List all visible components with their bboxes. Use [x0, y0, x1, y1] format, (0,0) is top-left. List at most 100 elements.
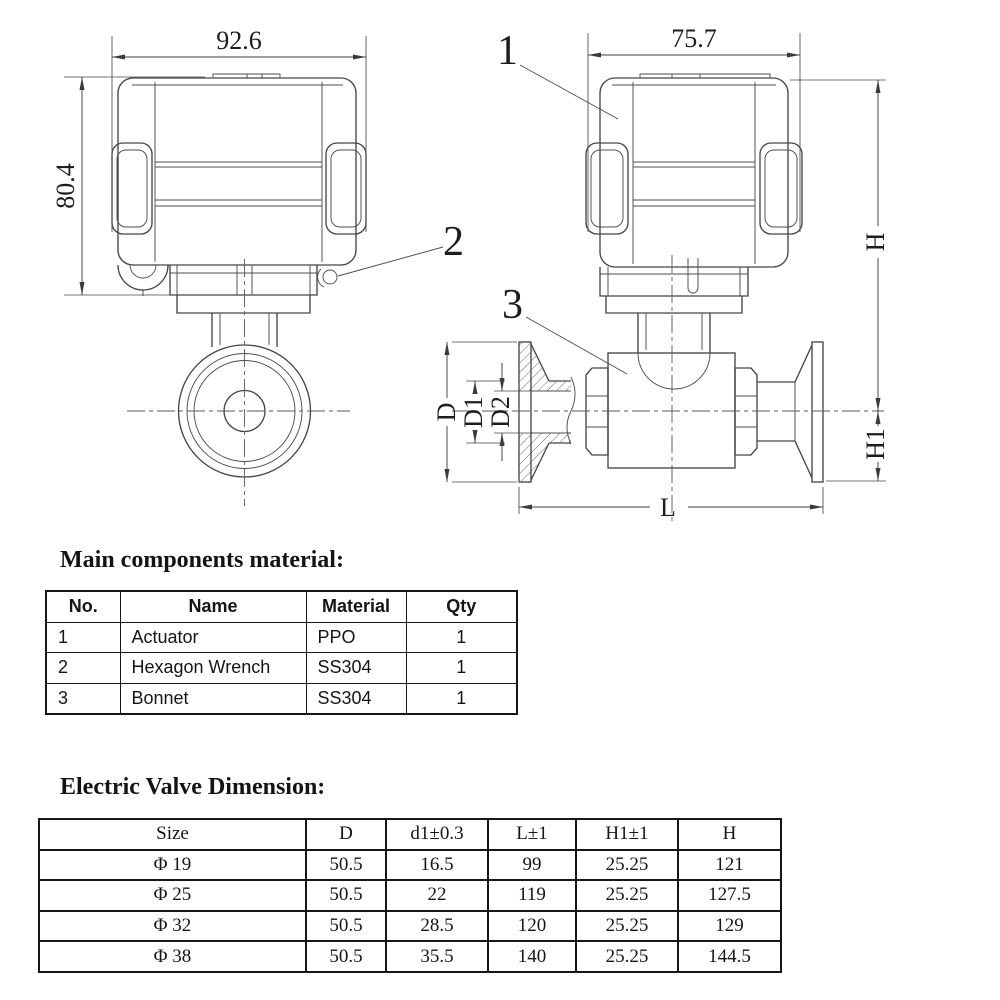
hex-nut-left: [585, 367, 609, 456]
cell-size: Φ 19: [38, 848, 307, 882]
callout-2-label: 2: [443, 219, 464, 265]
callout-2: 2: [337, 219, 464, 277]
cell-d1: 28.5: [385, 909, 489, 943]
front-view: 92.6 80.4 2: [51, 26, 464, 506]
table-row: Φ 19 50.5 16.5 99 25.25 121: [38, 848, 782, 882]
cell-qty: 1: [405, 682, 518, 715]
cell-name: Actuator: [119, 621, 307, 653]
dim-label-d1: D1: [459, 396, 488, 428]
actuator-ear-left-side: [585, 142, 629, 235]
dimensions-table: Size D d1±0.3 L±1 H1±1 H Φ 19 50.5 16.5 …: [38, 818, 782, 973]
dim-label-h1: H1: [861, 428, 890, 460]
dim-d1: D1: [459, 380, 505, 444]
centerlines-front: [127, 259, 350, 506]
cell-d1: 35.5: [385, 940, 489, 973]
dim-col-d1: d1±0.3: [385, 818, 489, 851]
table-row: Φ 32 50.5 28.5 120 25.25 129: [38, 909, 782, 943]
cell-h1: 25.25: [575, 909, 679, 943]
cell-d1: 22: [385, 879, 489, 912]
table-row: Φ 38 50.5 35.5 140 25.25 144.5: [38, 940, 782, 973]
dim-col-h: H: [677, 818, 782, 851]
cell-l: 119: [487, 879, 577, 912]
dim-h1: H1: [826, 411, 890, 482]
dim-col-h1: H1±1: [575, 818, 679, 851]
dim-height-front: 80.4: [51, 76, 222, 296]
cell-no: 2: [45, 652, 121, 684]
hex-nut-right: [734, 367, 758, 456]
cell-l: 140: [487, 940, 577, 973]
callout-1: 1: [497, 28, 619, 120]
dim-d: D: [432, 341, 517, 483]
dim-label-d: D: [432, 403, 461, 422]
cell-d: 50.5: [305, 879, 387, 912]
components-col-material: Material: [305, 590, 407, 623]
callout-1-label: 1: [497, 28, 518, 74]
components-col-no: No.: [45, 590, 121, 623]
cell-h1: 25.25: [575, 848, 679, 882]
break-line: [566, 376, 576, 445]
cell-name: Hexagon Wrench: [119, 652, 307, 684]
bracket-front: [169, 265, 318, 347]
cell-size: Φ 32: [38, 909, 307, 943]
actuator-body-side: [599, 73, 789, 268]
cell-l: 120: [487, 909, 577, 943]
cell-h1: 25.25: [575, 940, 679, 973]
side-view: 75.7 H H1 L: [432, 24, 890, 524]
cell-h1: 25.25: [575, 879, 679, 912]
actuator-ear-right: [325, 142, 367, 235]
cell-material: SS304: [305, 652, 407, 684]
cell-l: 99: [487, 848, 577, 882]
dim-label-h: H: [861, 232, 890, 251]
dim-label-d2: D2: [486, 396, 515, 428]
cell-name: Bonnet: [119, 682, 307, 715]
components-header-row: No. Name Material Qty: [45, 590, 518, 623]
dimensions-header-row: Size D d1±0.3 L±1 H1±1 H: [38, 818, 782, 851]
components-col-qty: Qty: [405, 590, 518, 623]
table-row: Φ 25 50.5 22 119 25.25 127.5: [38, 879, 782, 912]
wrench-clip: [317, 268, 338, 288]
table-row: 2 Hexagon Wrench SS304 1: [45, 652, 518, 684]
cable-gland: [117, 264, 169, 296]
dim-label-height-front: 80.4: [51, 163, 80, 209]
cell-h: 144.5: [677, 940, 782, 973]
cell-material: SS304: [305, 682, 407, 715]
dim-label-width-front: 92.6: [216, 26, 262, 55]
cell-qty: 1: [405, 621, 518, 653]
actuator-body-front: [117, 73, 357, 266]
dim-label-width-side: 75.7: [671, 24, 717, 53]
centerlines-side: [452, 255, 884, 524]
cell-h: 127.5: [677, 879, 782, 912]
valve-body: [607, 352, 736, 469]
cell-h: 129: [677, 909, 782, 943]
cell-d: 50.5: [305, 848, 387, 882]
components-heading: Main components material:: [60, 547, 344, 573]
table-row: 3 Bonnet SS304 1: [45, 682, 518, 715]
cell-d: 50.5: [305, 909, 387, 943]
ferrule-right: [757, 341, 824, 483]
ferrule-left-section: [518, 341, 576, 483]
cell-qty: 1: [405, 652, 518, 684]
cell-size: Φ 38: [38, 940, 307, 973]
dim-l: L: [518, 487, 824, 522]
dim-col-size: Size: [38, 818, 307, 851]
dim-col-d: D: [305, 818, 387, 851]
cell-no: 1: [45, 621, 121, 653]
cell-d1: 16.5: [385, 848, 489, 882]
components-table: No. Name Material Qty 1 Actuator PPO 1 2…: [45, 590, 518, 715]
callout-3: 3: [502, 282, 628, 375]
cell-material: PPO: [305, 621, 407, 653]
valve-technical-drawing: 92.6 80.4 2: [51, 24, 890, 524]
bracket-side: [599, 258, 749, 353]
callout-3-label: 3: [502, 282, 523, 328]
cell-size: Φ 25: [38, 879, 307, 912]
dim-width-front: 92.6: [111, 26, 367, 232]
dimensions-heading: Electric Valve Dimension:: [60, 774, 326, 800]
dim-label-l: L: [660, 493, 676, 522]
table-row: 1 Actuator PPO 1: [45, 621, 518, 653]
cell-h: 121: [677, 848, 782, 882]
components-col-name: Name: [119, 590, 307, 623]
dim-h: H: [790, 79, 890, 411]
dim-col-l: L±1: [487, 818, 577, 851]
actuator-ear-right-side: [759, 142, 803, 235]
